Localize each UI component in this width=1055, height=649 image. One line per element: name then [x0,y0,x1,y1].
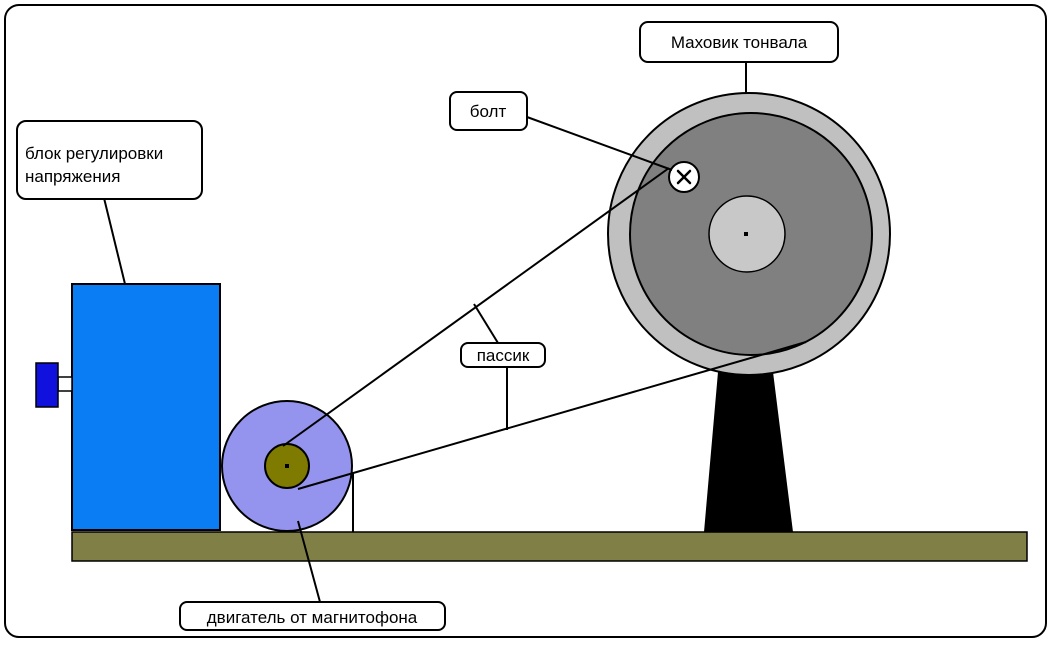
voltage-block-leader [103,197,126,285]
label-belt-text: пассик [477,346,530,365]
knob-shaft [57,376,73,392]
label-bolt: болт [449,91,528,131]
label-flywheel: Маховик тонвала [639,21,839,63]
belt-leader-upper [473,303,499,344]
label-motor: двигатель от магнитофона [179,601,446,631]
belt-lower-line [297,341,807,490]
label-voltage-block-line2: напряжения [25,167,120,186]
label-bolt-text: болт [470,102,507,121]
motor-center-dot [285,464,289,468]
control-knob [35,362,59,408]
motor-leader [297,520,321,603]
label-motor-text: двигатель от магнитофона [207,608,418,627]
label-voltage-block-line1: блок регулировки [25,144,163,163]
cross-mark-icon [676,169,692,185]
voltage-control-block [71,283,221,531]
label-voltage-block: блок регулировки напряжения [16,120,203,200]
label-belt: пассик [460,342,546,368]
flywheel-center-dot [744,232,748,236]
flywheel-stand [704,372,793,532]
base-board [71,531,1028,562]
bolt-leader [526,116,673,171]
label-flywheel-text: Маховик тонвала [671,33,808,52]
